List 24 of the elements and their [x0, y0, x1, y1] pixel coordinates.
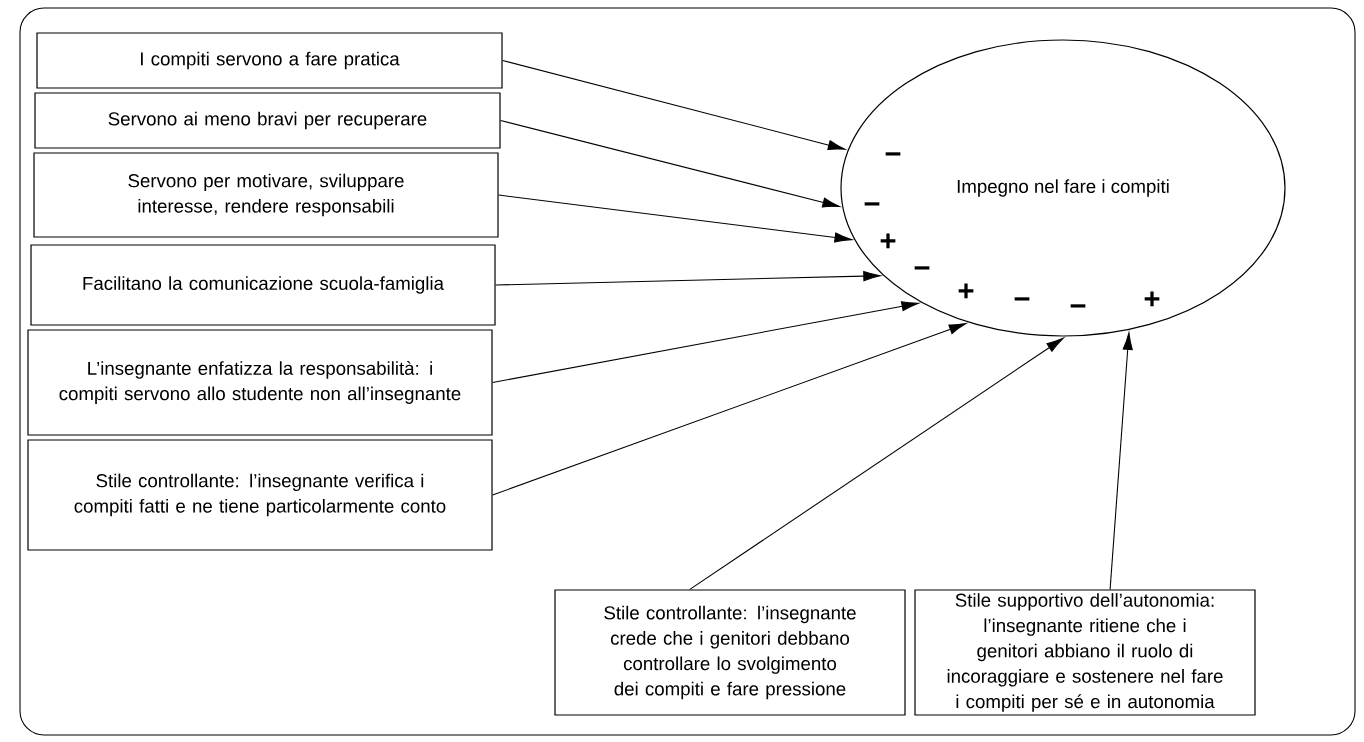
arrow: [492, 323, 967, 496]
arrow: [689, 337, 1064, 590]
sign-label: +: [1144, 291, 1160, 307]
sign-label: −: [864, 202, 880, 206]
text-box: L’insegnante enfatizza la responsabilità: i compiti servono allo studente non all’insegnante: [27, 329, 493, 436]
arrow: [498, 194, 852, 243]
sign-label: +: [958, 283, 974, 299]
arrow: [492, 301, 919, 384]
text-box: Stile supportivo dell’autonomia: l’insegnante ritiene che i genitori abbiano il ruolo di incoraggiare e sostenere nel fare i compiti per sé e in autonomia: [914, 589, 1256, 716]
sign-label: −: [1070, 304, 1086, 308]
text-box: Stile controllante: l’insegnante verifica i compiti fatti e ne tiene particolarmente conto: [27, 439, 493, 551]
text-box: Stile controllante: l’insegnante crede che i genitori debbano controllare lo svolgimento dei compiti e fare pressione: [554, 589, 906, 716]
sign-label: +: [880, 233, 896, 249]
arrow: [1109, 332, 1133, 590]
text-box: Facilitano la comunicazione scuola-famiglia: [30, 244, 496, 326]
text-box: I compiti servono a fare pratica: [36, 32, 503, 89]
arrow: [502, 59, 846, 151]
arrow: [500, 119, 840, 208]
text-box: Servono per motivare, sviluppare interesse, rendere responsabili: [33, 152, 499, 238]
text-box: Servono ai meno bravi per recuperare: [34, 92, 501, 149]
sign-label: −: [914, 266, 930, 270]
sign-label: −: [885, 152, 901, 156]
arrow: [495, 271, 881, 286]
sign-label: −: [1014, 297, 1030, 301]
